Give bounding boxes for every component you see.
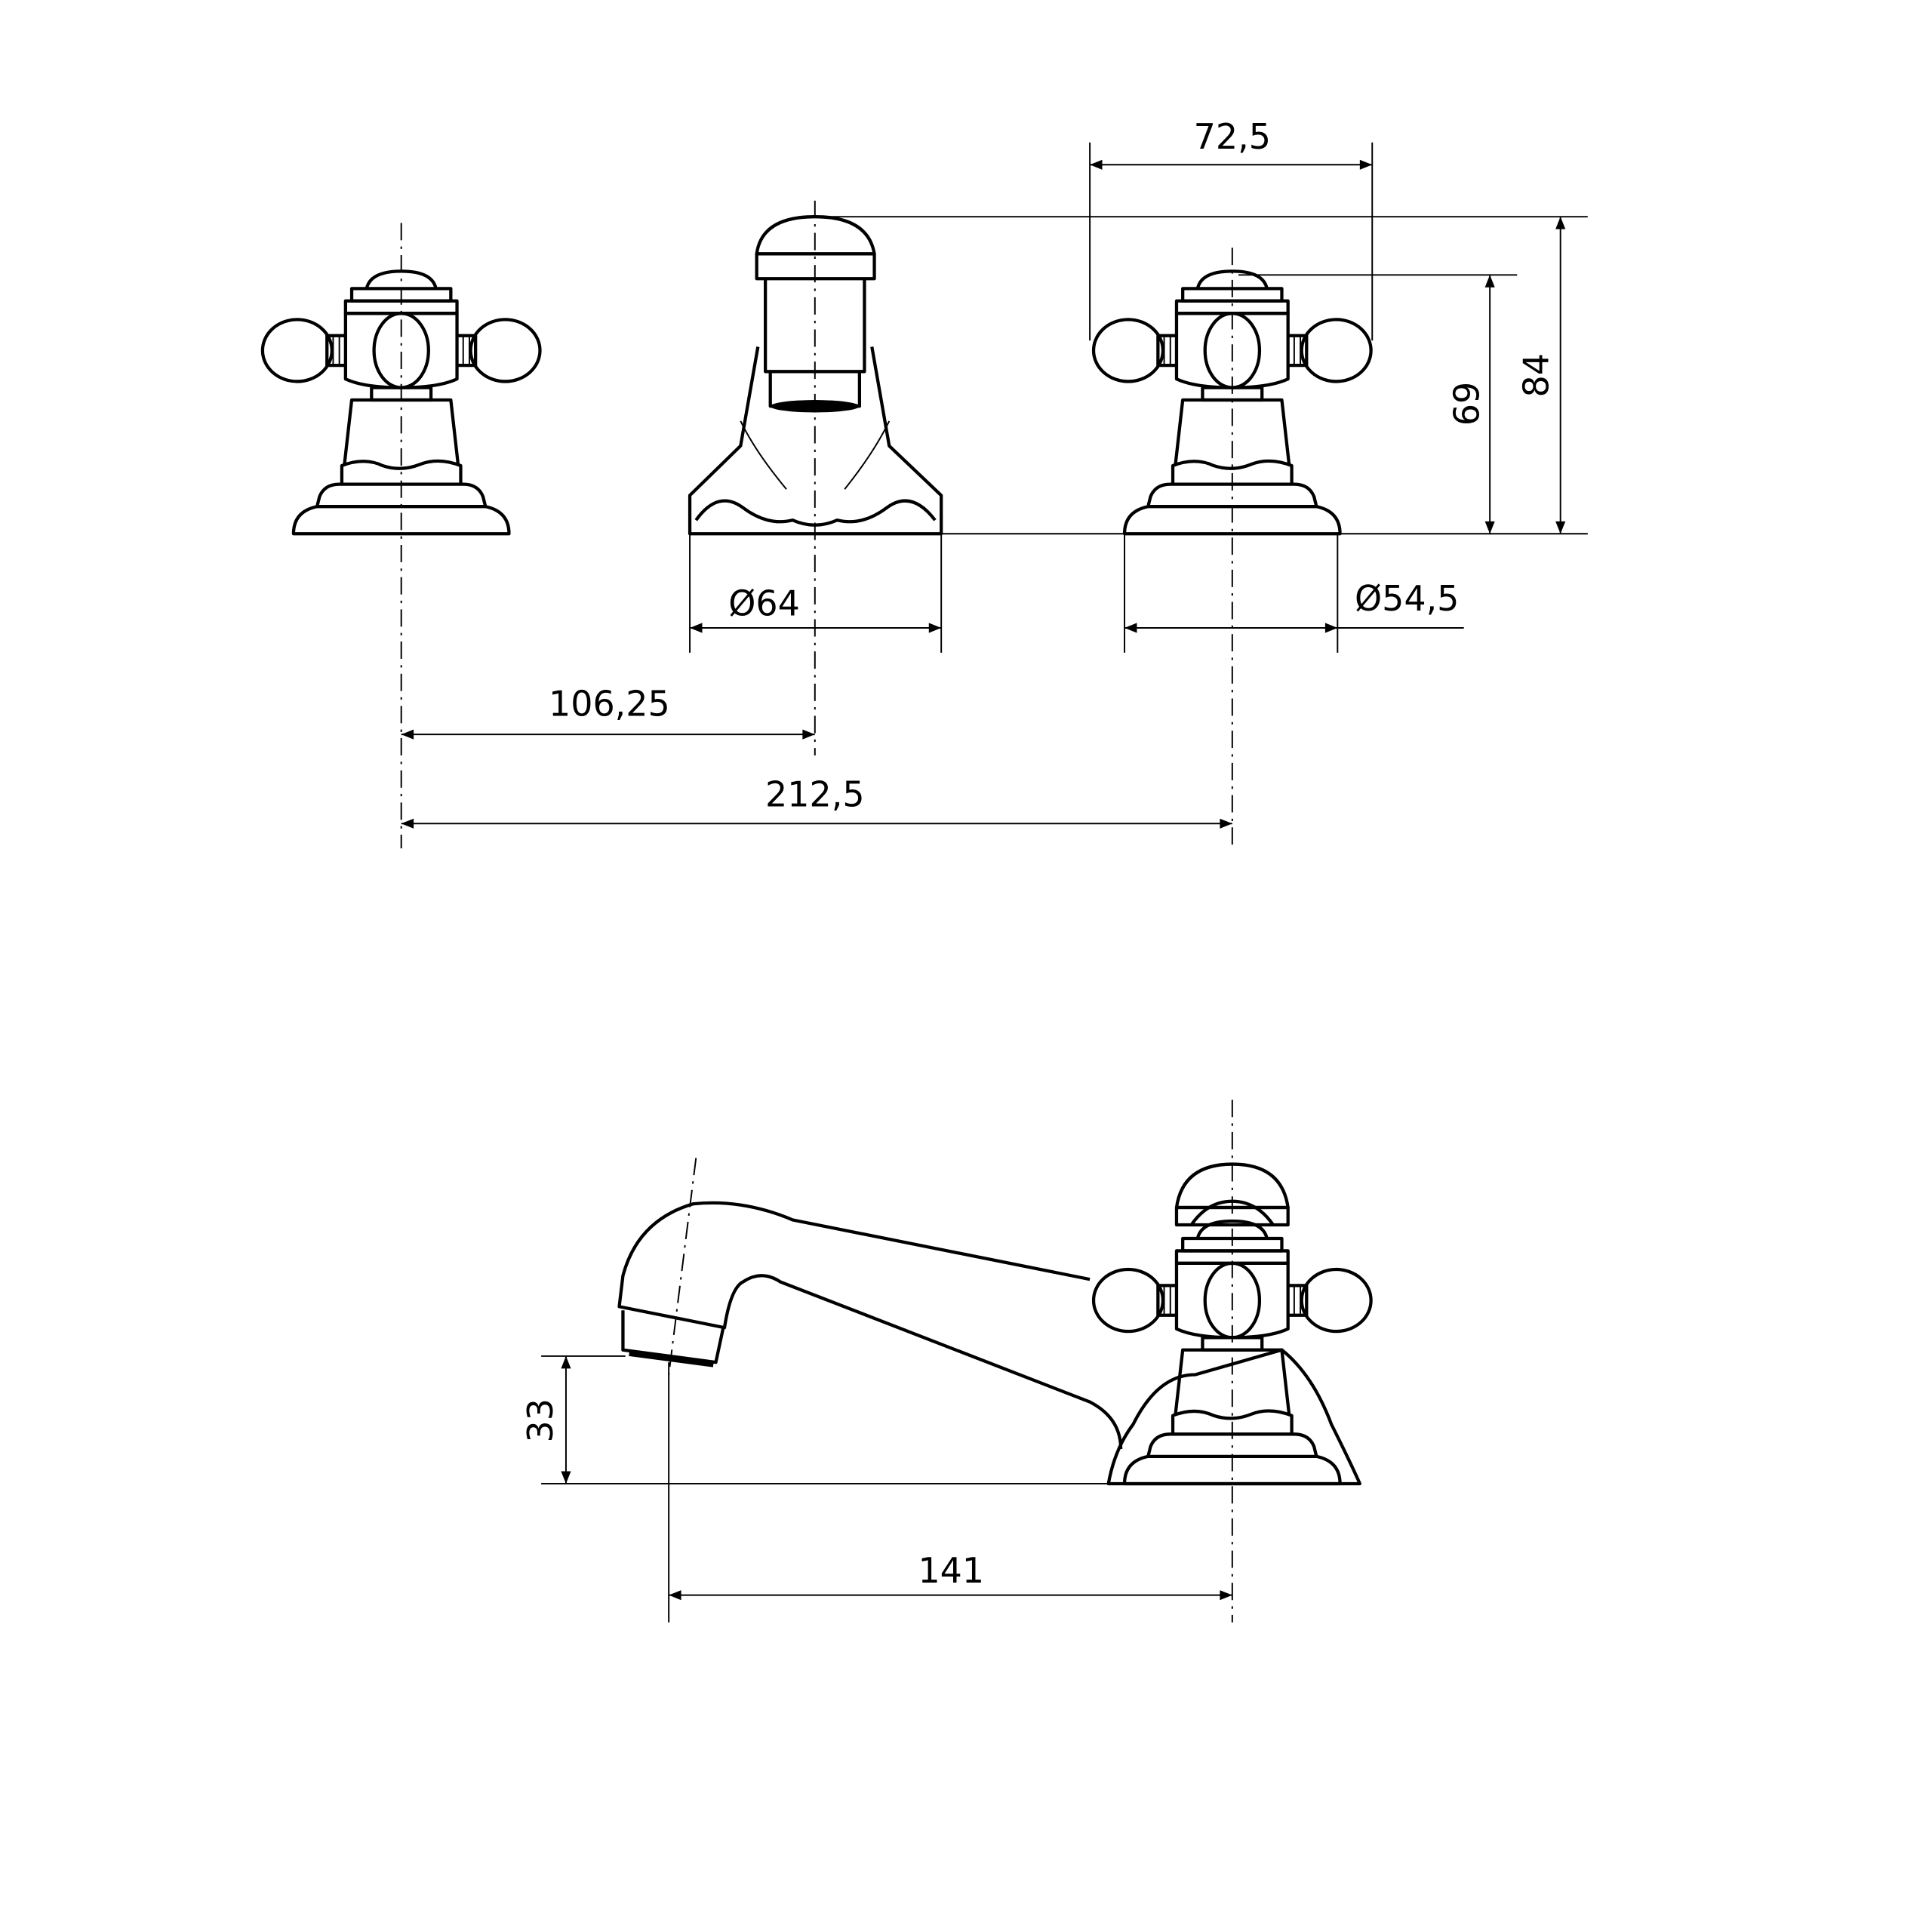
dim-spout-clearance: 33	[520, 1355, 571, 1484]
dim-label: 33	[520, 1398, 561, 1442]
dim-spout-base-diameter: Ø64	[690, 583, 942, 633]
dim-half-spacing: 106,25	[401, 684, 815, 740]
dim-label: 84	[1515, 353, 1556, 397]
dim-label: 212,5	[765, 774, 865, 814]
dim-label: 141	[918, 1550, 984, 1591]
dim-label: 69	[1446, 382, 1487, 426]
dim-label: 106,25	[549, 684, 670, 724]
dim-total-spacing: 212,5	[401, 774, 1232, 829]
dim-handle-span: 72,5	[1090, 116, 1373, 170]
dim-handle-base-diameter: Ø54,5	[1124, 578, 1464, 633]
dim-label: Ø64	[728, 583, 800, 624]
dim-label: Ø54,5	[1355, 578, 1459, 619]
spout-side	[617, 1201, 1123, 1450]
dim-spout-reach: 141	[669, 1550, 1232, 1601]
dim-label: 72,5	[1194, 116, 1271, 157]
dim-handle-height: 69	[1446, 275, 1495, 534]
dim-overall-height: 84	[1515, 217, 1566, 534]
